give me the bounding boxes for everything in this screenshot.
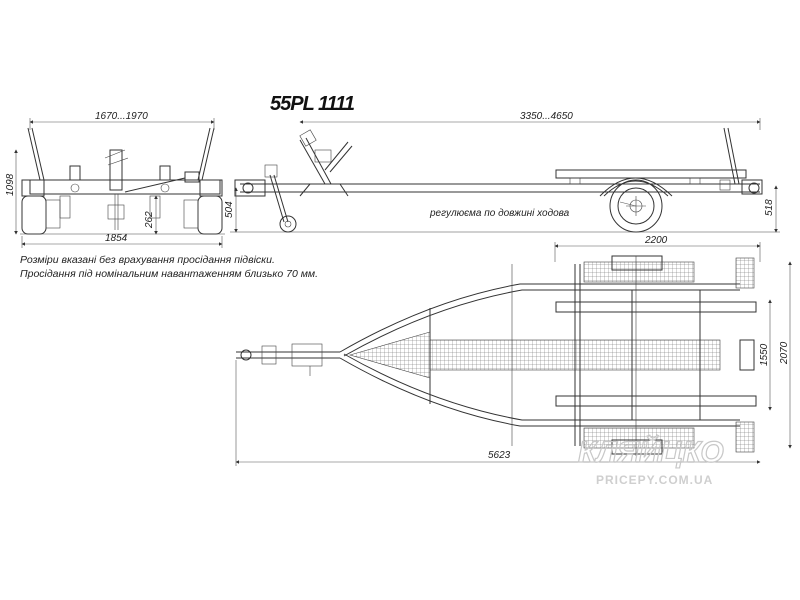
watermark-logo: КЛЯЙЦКО <box>578 434 724 469</box>
watermark-site: PRICEPY.COM.UA <box>596 473 713 487</box>
front-view <box>20 127 225 235</box>
dim-hitch-height: 504 <box>224 201 235 218</box>
dim-clearance: 262 <box>144 211 155 229</box>
axle-adjust-label: регулюєма по довжині ходова <box>429 208 570 219</box>
dim-width-inner: 1550 <box>759 343 770 366</box>
side-view <box>230 127 780 233</box>
dim-bed-length: 2200 <box>644 235 668 246</box>
top-dimensions: 2200 1550 2070 5623 <box>235 235 792 466</box>
dim-track-range: 1670...1970 <box>95 111 148 122</box>
dim-length-range: 3350...4650 <box>520 111 573 122</box>
front-dimensions: 1670...1970 1098 1854 262 <box>5 111 223 248</box>
top-view <box>236 255 757 456</box>
watermark: КЛЯЙЦКО PRICEPY.COM.UA <box>577 433 724 487</box>
dim-total-length: 5623 <box>488 450 511 461</box>
dim-width-outer: 2070 <box>779 341 790 365</box>
drawing-title: 55PL 1111 <box>270 93 355 115</box>
note-line-1: Розміри вказані без врахування просіданн… <box>20 254 275 266</box>
dim-axle-width: 1854 <box>105 233 128 244</box>
side-dimensions: 3350...4650 504 518 регулюєма по довжині… <box>224 111 778 233</box>
dim-height-left: 1098 <box>5 173 16 196</box>
dim-frame-height: 518 <box>764 199 775 216</box>
note-line-2: Просідання під номінальним навантаженням… <box>20 268 319 280</box>
